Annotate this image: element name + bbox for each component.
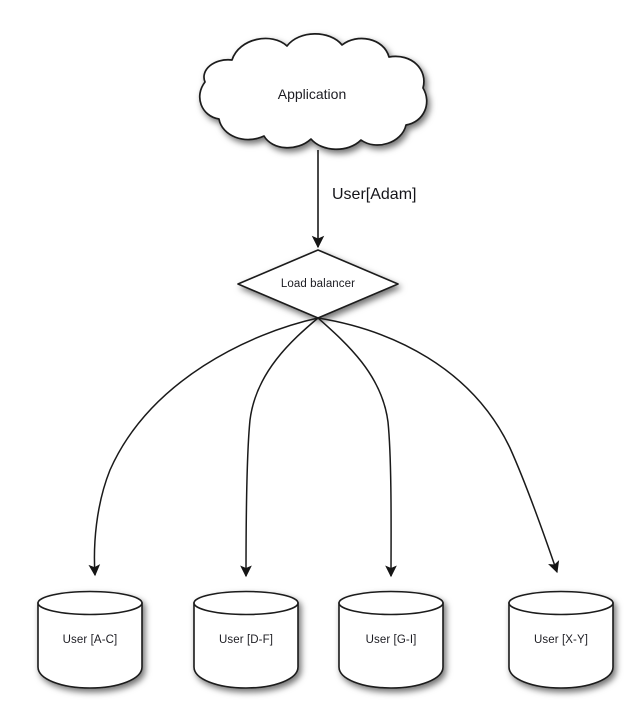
- edge-line-lb-to-df: [240, 317, 319, 578]
- edge-lb-to-ac: [88, 317, 319, 577]
- edge-lb-to-df: [240, 317, 319, 578]
- cylinder-shape-df: [193, 590, 299, 689]
- diamond-shape: [237, 249, 399, 319]
- edge-lb-to-xy: [317, 317, 560, 574]
- edge-line-lb-to-xy: [317, 317, 560, 574]
- node-db-ac[interactable]: [37, 590, 143, 689]
- node-db-xy[interactable]: [508, 590, 614, 689]
- node-db-gi[interactable]: [338, 590, 444, 689]
- node-db-df[interactable]: [193, 590, 299, 689]
- cloud-shape: [198, 33, 428, 151]
- cylinder-shape-xy: [508, 590, 614, 689]
- cylinder-shape-gi: [338, 590, 444, 689]
- edge-line-lb-to-gi: [317, 317, 397, 578]
- cylinder-shape-ac: [37, 590, 143, 689]
- edge-line-lb-to-ac: [88, 317, 319, 577]
- node-application[interactable]: [198, 33, 428, 151]
- edge-lb-to-gi: [317, 317, 397, 578]
- node-load-balancer[interactable]: [237, 249, 399, 319]
